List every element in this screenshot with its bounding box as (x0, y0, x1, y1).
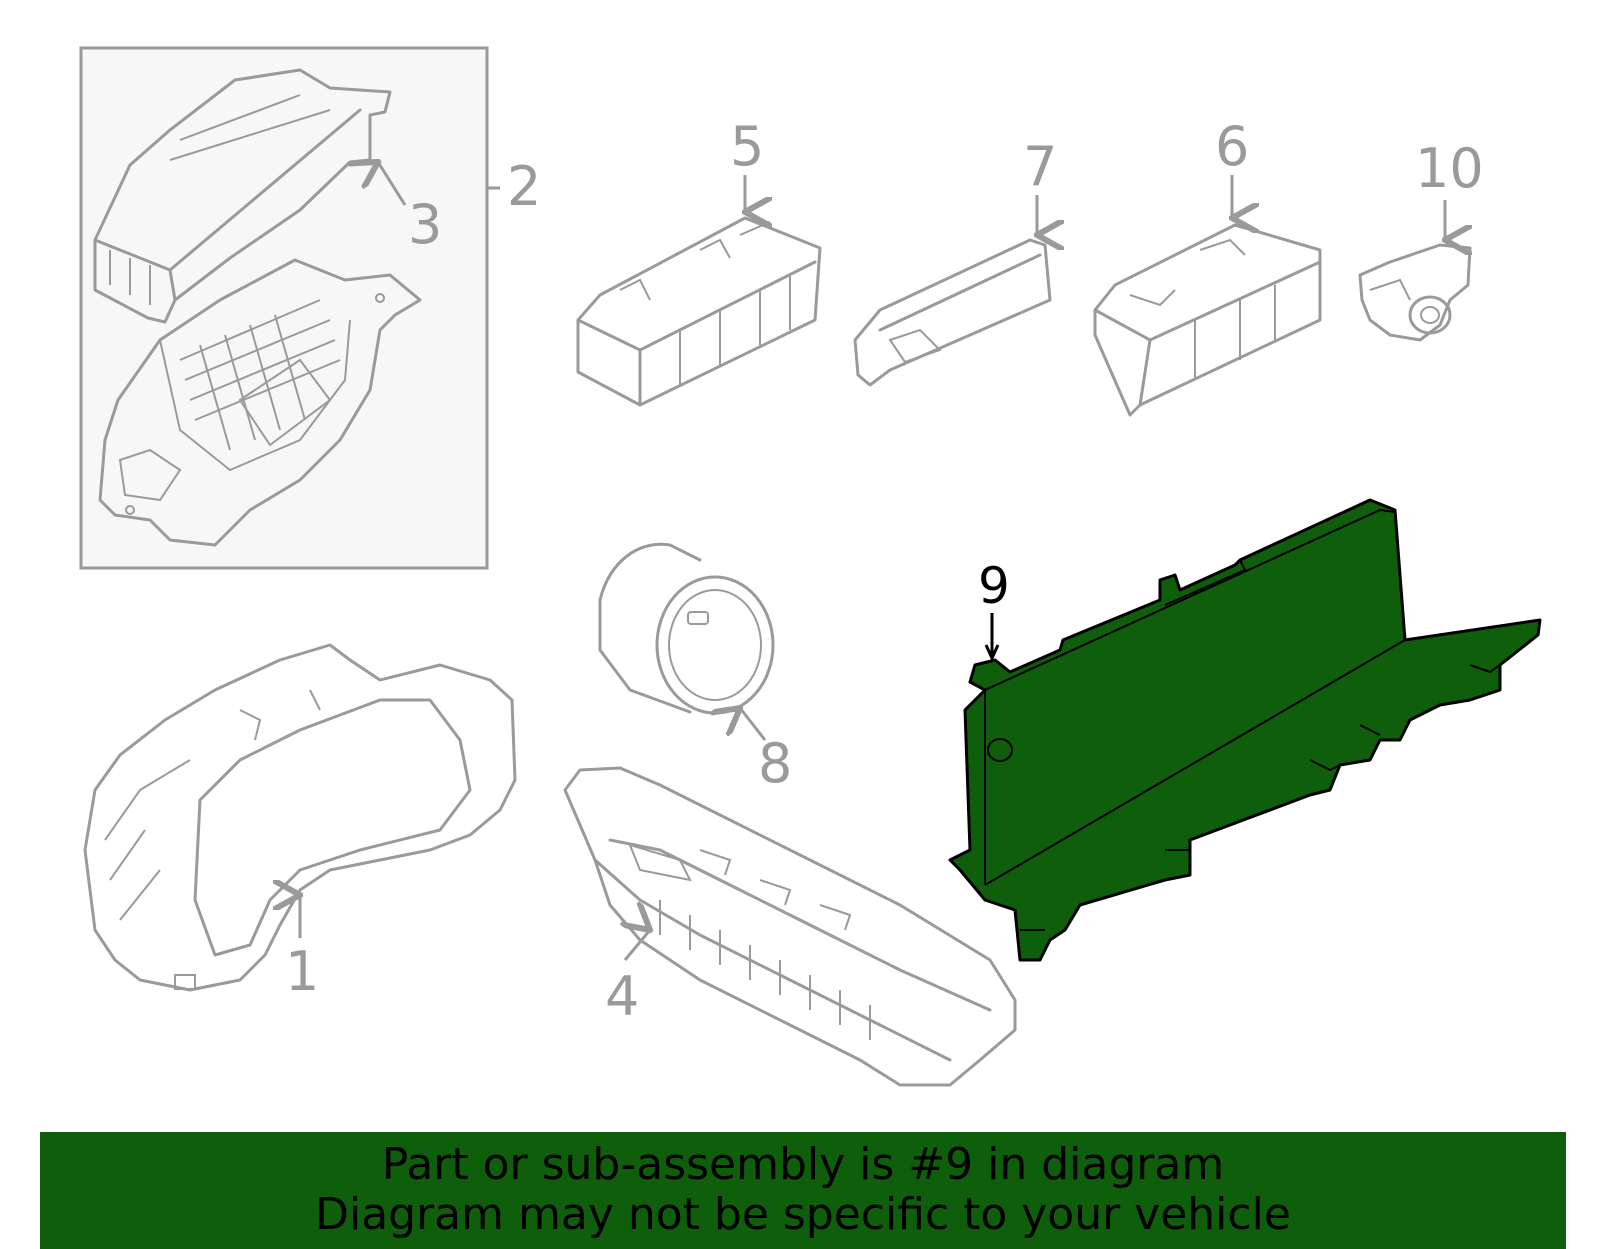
callout-2[interactable]: 2 (507, 155, 541, 218)
part-1-cluster[interactable] (83, 643, 517, 992)
part-5-switch[interactable] (576, 216, 822, 407)
callout-8[interactable]: 8 (758, 732, 792, 795)
leader-8 (740, 708, 767, 741)
callout-7[interactable]: 7 (1023, 135, 1057, 198)
callout-10[interactable]: 10 (1415, 137, 1484, 200)
callout-9[interactable]: 9 (978, 557, 1010, 615)
part-3-cover[interactable] (93, 68, 392, 324)
part-10-sensor[interactable] (1358, 243, 1472, 342)
banner-line-2: Diagram may not be specific to your vehi… (315, 1189, 1291, 1240)
callout-4[interactable]: 4 (605, 965, 639, 1028)
part-4-panel[interactable] (563, 766, 1017, 1087)
part-2-housing[interactable] (98, 258, 422, 547)
callout-5[interactable]: 5 (730, 115, 764, 178)
callout-1[interactable]: 1 (285, 940, 319, 1003)
assembly-box-2[interactable] (79, 46, 500, 570)
callout-6[interactable]: 6 (1215, 115, 1249, 178)
callout-3[interactable]: 3 (408, 193, 442, 256)
part-9-display[interactable] (948, 498, 1542, 962)
leader-3 (378, 162, 407, 206)
banner-line-1: Part or sub-assembly is #9 in diagram (381, 1139, 1225, 1190)
part-6-switch[interactable] (1093, 223, 1322, 417)
leader-9 (984, 613, 1000, 662)
parts-diagram: 1 2 3 4 5 6 7 8 9 10 (79, 46, 1542, 1087)
part-8-knob[interactable] (598, 542, 775, 715)
info-banner: Part or sub-assembly is #9 in diagram Di… (40, 1132, 1566, 1249)
part-7-switch[interactable] (853, 238, 1052, 387)
leader-4 (625, 930, 650, 961)
